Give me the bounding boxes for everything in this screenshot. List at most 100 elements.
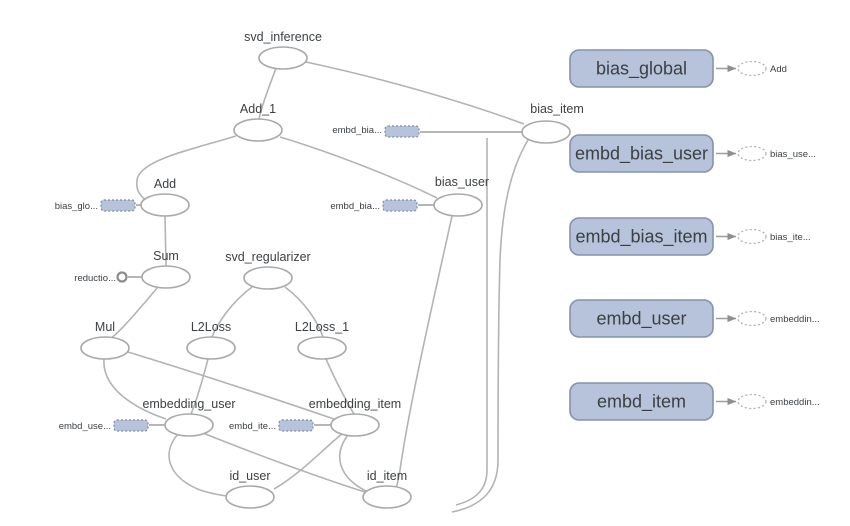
op-node-svd_regularizer[interactable]: svd_regularizer bbox=[225, 250, 311, 290]
input-chip-embd_bias_item_in[interactable]: embd_bia... bbox=[330, 199, 448, 212]
input-chip-embd_bias_user_in[interactable]: embd_bia... bbox=[332, 125, 537, 138]
op-node-l2loss[interactable]: L2Loss bbox=[186, 320, 236, 360]
edge-sum-to-mul bbox=[109, 286, 159, 340]
edge-svd_regularizer-to-l2loss bbox=[211, 286, 253, 338]
op-node-shape[interactable] bbox=[521, 120, 571, 144]
op-node-mul[interactable]: Mul bbox=[80, 320, 130, 360]
input-chip-label: embd_ite... bbox=[229, 421, 276, 432]
op-node-label: svd_inference bbox=[244, 30, 322, 44]
variable-node-label: embd_bias_user bbox=[575, 144, 708, 165]
op-node-shape[interactable] bbox=[164, 413, 214, 437]
op-node-label: id_user bbox=[230, 469, 271, 483]
variable-node-shape[interactable] bbox=[569, 299, 714, 338]
variable-node-embd_item[interactable]: embd_item embeddin... bbox=[569, 382, 820, 421]
input-chip-bias_global_in[interactable]: bias_glo... bbox=[55, 199, 155, 212]
op-node-shape[interactable] bbox=[186, 336, 236, 360]
op-node-shape[interactable] bbox=[140, 193, 190, 217]
edge-embedding_item-to-id_item bbox=[338, 434, 367, 492]
op-node-label: bias_item bbox=[530, 102, 584, 116]
input-chip-label: reductio... bbox=[74, 273, 116, 284]
op-node-shape[interactable] bbox=[141, 265, 191, 289]
input-chip-circle[interactable] bbox=[116, 271, 128, 283]
op-node-label: bias_user bbox=[435, 175, 489, 189]
op-node-embedding_user[interactable]: embedding_user bbox=[142, 397, 236, 437]
op-node-svd_inference[interactable]: svd_inference bbox=[244, 30, 322, 70]
input-chip-swatch[interactable] bbox=[382, 199, 418, 212]
edge-svd_regularizer-to-l2loss_1 bbox=[284, 286, 324, 338]
variable-node-embd_bias_item[interactable]: embd_bias_item bias_ite... bbox=[569, 217, 811, 256]
ghost-output-node[interactable] bbox=[737, 393, 767, 410]
op-node-id_item[interactable]: id_item bbox=[362, 469, 412, 509]
edge-add_1-to-add bbox=[135, 135, 237, 205]
op-node-shape[interactable] bbox=[225, 485, 275, 509]
input-chip-swatch[interactable] bbox=[100, 199, 136, 212]
input-chip-embd_user_in[interactable]: embd_use... bbox=[59, 419, 179, 432]
ghost-output-label: bias_ite... bbox=[770, 232, 811, 243]
variable-node-label: bias_global bbox=[596, 59, 687, 80]
edge-svd_inference-to-add_1 bbox=[258, 67, 277, 120]
op-node-shape[interactable] bbox=[330, 413, 380, 437]
edge-mul-to-embedding_item bbox=[127, 351, 335, 420]
op-node-bias_user[interactable]: bias_user bbox=[433, 175, 489, 217]
edge-bias_item-down-curve bbox=[451, 139, 529, 513]
op-node-label: embedding_item bbox=[309, 397, 401, 411]
op-node-sum[interactable]: Sum bbox=[141, 249, 191, 289]
op-node-shape[interactable] bbox=[258, 46, 308, 70]
edge-svd_inference-to-bias_item bbox=[305, 61, 525, 125]
op-node-shape[interactable] bbox=[80, 336, 130, 360]
op-node-label: svd_regularizer bbox=[225, 250, 310, 264]
op-node-label: id_item bbox=[367, 469, 407, 483]
variable-node-label: embd_item bbox=[597, 392, 686, 413]
op-node-label: Add bbox=[154, 177, 176, 191]
variable-node-label: embd_bias_item bbox=[575, 227, 707, 248]
input-chip-swatch[interactable] bbox=[384, 125, 420, 138]
op-node-add_1[interactable]: Add_1 bbox=[233, 102, 283, 142]
op-node-shape[interactable] bbox=[362, 485, 412, 509]
input-chip-swatch[interactable] bbox=[113, 419, 149, 432]
edge-embedding_item-to-id_user bbox=[273, 432, 344, 490]
op-node-l2loss_1[interactable]: L2Loss_1 bbox=[295, 320, 349, 360]
variable-node-shape[interactable] bbox=[569, 382, 714, 421]
input-chips-layer[interactable]: bias_glo... reductio... embd_bia... embd_bi… bbox=[55, 125, 537, 432]
op-node-add[interactable]: Add bbox=[140, 177, 190, 217]
edge-l2loss_1-to-embedding_item bbox=[325, 358, 355, 415]
input-chip-label: embd_bia... bbox=[330, 201, 380, 212]
input-chip-label: embd_use... bbox=[59, 421, 111, 432]
ghost-output-node[interactable] bbox=[737, 228, 767, 245]
ghost-output-node[interactable] bbox=[737, 60, 767, 77]
op-node-embedding_item[interactable]: embedding_item bbox=[309, 397, 401, 437]
op-node-label: L2Loss_1 bbox=[295, 320, 349, 334]
variable-node-embd_user[interactable]: embd_user embeddin... bbox=[569, 299, 820, 338]
op-node-shape[interactable] bbox=[297, 336, 347, 360]
op-node-label: L2Loss bbox=[191, 320, 231, 334]
edge-add-to-sum bbox=[164, 215, 167, 267]
edge-add_1-to-bias_user bbox=[279, 136, 438, 199]
op-node-label: Mul bbox=[95, 320, 115, 334]
ghost-output-node[interactable] bbox=[737, 145, 767, 162]
op-node-label: embedding_user bbox=[142, 397, 235, 411]
op-node-label: Sum bbox=[153, 249, 179, 263]
input-chip-embd_item_in[interactable]: embd_ite... bbox=[229, 419, 344, 432]
op-node-shape[interactable] bbox=[243, 266, 293, 290]
ghost-output-label: embeddin... bbox=[770, 314, 820, 325]
op-node-id_user[interactable]: id_user bbox=[225, 469, 275, 509]
variable-node-shape[interactable] bbox=[569, 134, 714, 173]
variable-node-shape[interactable] bbox=[569, 49, 714, 88]
ghost-output-label: embeddin... bbox=[770, 397, 820, 408]
op-node-bias_item[interactable]: bias_item bbox=[521, 102, 584, 144]
op-node-shape[interactable] bbox=[233, 118, 283, 142]
edge-bias_item-to-bottom-long bbox=[455, 137, 488, 506]
input-chip-label: embd_bia... bbox=[332, 125, 382, 136]
variable-node-label: embd_user bbox=[596, 309, 686, 330]
ghost-output-node[interactable] bbox=[737, 310, 767, 327]
variable-node-shape[interactable] bbox=[569, 217, 714, 256]
op-node-shape[interactable] bbox=[433, 193, 483, 217]
input-chip-swatch[interactable] bbox=[278, 419, 314, 432]
edge-bias_user-to-id_item-long bbox=[393, 215, 453, 495]
